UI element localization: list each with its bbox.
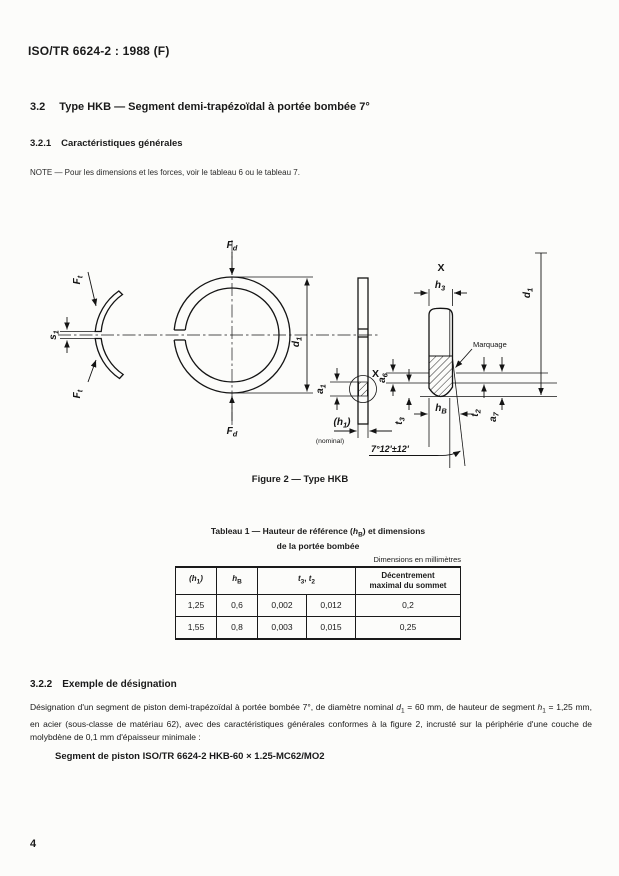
label-nominal: (nominal)	[316, 438, 344, 445]
section-title: Exemple de désignation	[62, 679, 177, 690]
cell-h1: 1,55	[175, 615, 217, 640]
doc-reference-header: ISO/TR 6624-2 : 1988 (F)	[28, 44, 170, 58]
table-title-line2: de la portée bombée	[276, 540, 360, 551]
label-fd-bottom: Fd	[227, 426, 238, 439]
cell-decentrement: 0,2	[355, 593, 461, 617]
section-number: 3.2.2	[30, 679, 53, 690]
figure-caption: Figure 2 — Type HKB	[251, 474, 349, 485]
label-d1-ring: d1	[291, 337, 304, 347]
label-t3: t3	[394, 416, 407, 424]
page-number: 4	[30, 838, 37, 850]
cell-t2: 0,012	[306, 593, 356, 617]
label-h3: h3	[435, 280, 446, 293]
col-header-h1: (h1)	[175, 566, 217, 595]
label-s1: s1	[48, 330, 61, 340]
cell-t2: 0,015	[306, 615, 356, 640]
col-header-hB: hB	[216, 566, 258, 595]
label-a7: a7	[488, 411, 501, 422]
table-units-note: Dimensions en millimètres	[373, 554, 461, 564]
label-a6: a6	[377, 372, 390, 383]
section-number: 3.2	[30, 101, 46, 113]
label-detail-x-view: X	[437, 262, 444, 274]
cell-decentrement: 0,25	[355, 615, 461, 640]
section-title: Caractéristiques générales	[61, 138, 183, 149]
col-header-t3-t2: t3, t2	[257, 566, 356, 595]
cell-hB: 0,6	[216, 593, 258, 617]
label-detail-x-circle: X	[372, 368, 379, 380]
section-heading-3-2: 3.2 Type HKB — Segment demi-trapézoïdal à…	[30, 101, 370, 113]
label-marquage: Marquage	[473, 340, 507, 349]
designation-string: Segment de piston ISO/TR 6624-2 HKB-60 ×…	[55, 751, 325, 762]
section-heading-3-2-1: 3.2.1 Caractéristiques générales	[30, 138, 183, 149]
centerlines	[58, 240, 380, 428]
label-ft-top: Ft	[72, 275, 85, 284]
detail-x-view: X h3 Marquage a6 t3	[369, 252, 557, 468]
designation-example-paragraph: Désignation d'un segment de piston demi-…	[30, 702, 592, 743]
detail-circle	[349, 375, 377, 403]
note-text: NOTE — Pour les dimensions et les forces…	[30, 168, 300, 177]
label-a1: a1	[315, 384, 328, 394]
table-row: 1,25 0,6 0,002 0,012 0,2	[175, 593, 461, 617]
ring-gap-view: Ft Ft s1	[48, 271, 125, 398]
section-number: 3.2.1	[30, 138, 52, 149]
cell-hB: 0,8	[216, 615, 258, 640]
table-row: 1,55 0,8 0,003 0,015 0,25	[175, 615, 461, 640]
label-hB: hB	[435, 403, 447, 416]
cell-t3: 0,002	[257, 593, 307, 617]
table-title: Tableau 1 — Hauteur de référence (hB) et…	[210, 526, 426, 551]
label-fd-top: Fd	[227, 240, 238, 253]
label-taper-angle: 7°12'±12'	[371, 444, 410, 454]
section-title: Type HKB — Segment demi-trapézoïdal à po…	[59, 101, 370, 113]
ring-front-view: Fd Fd d1	[172, 240, 313, 439]
ring-side-view: X a1 (h1) (nominal)	[315, 277, 392, 445]
section-heading-3-2-2: 3.2.2 Exemple de désignation	[30, 679, 177, 690]
label-t2: t2	[470, 408, 483, 416]
label-d1-detail: d1	[522, 288, 535, 298]
cell-h1: 1,25	[175, 593, 217, 617]
label-h1-nominal: (h1)	[334, 417, 352, 430]
label-ft-bottom: Ft	[72, 389, 85, 398]
figure-2-technical-drawing: Ft Ft s1 Fd Fd d1 X	[48, 240, 557, 468]
cell-t3: 0,003	[257, 615, 307, 640]
table-1-block: Tableau 1 — Hauteur de référence (hB) et…	[175, 526, 461, 640]
